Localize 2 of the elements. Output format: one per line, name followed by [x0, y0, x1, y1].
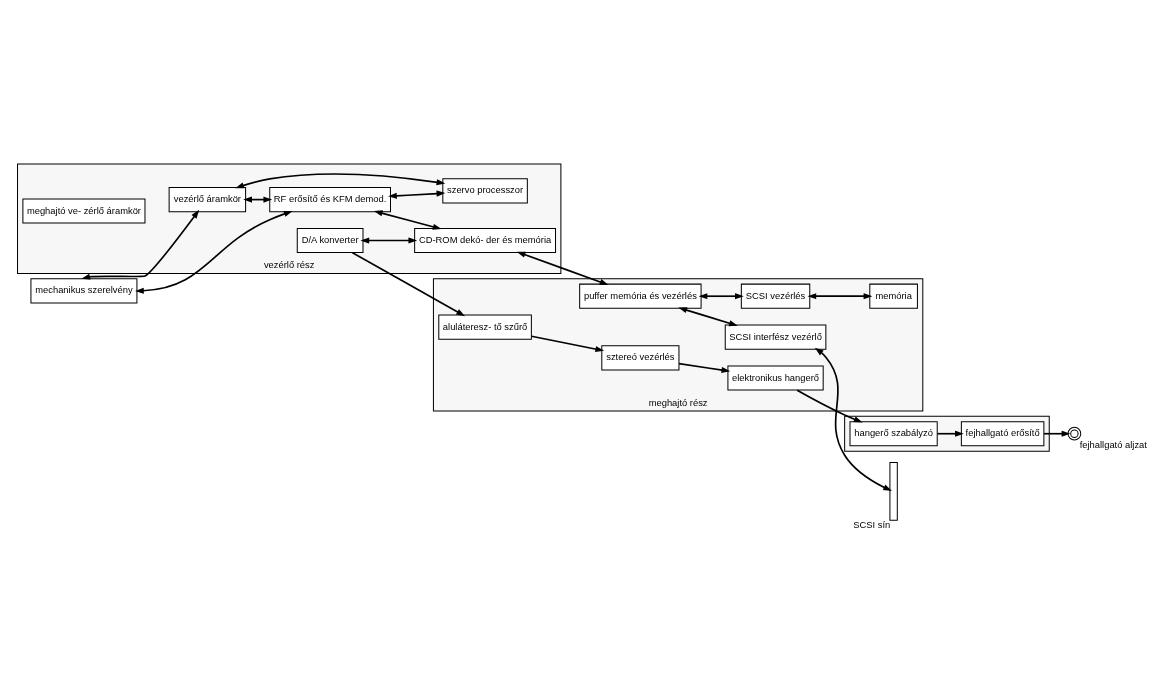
node-label: SCSI sín [853, 518, 891, 530]
node-label: fejhallgató aljzat [1079, 438, 1147, 450]
